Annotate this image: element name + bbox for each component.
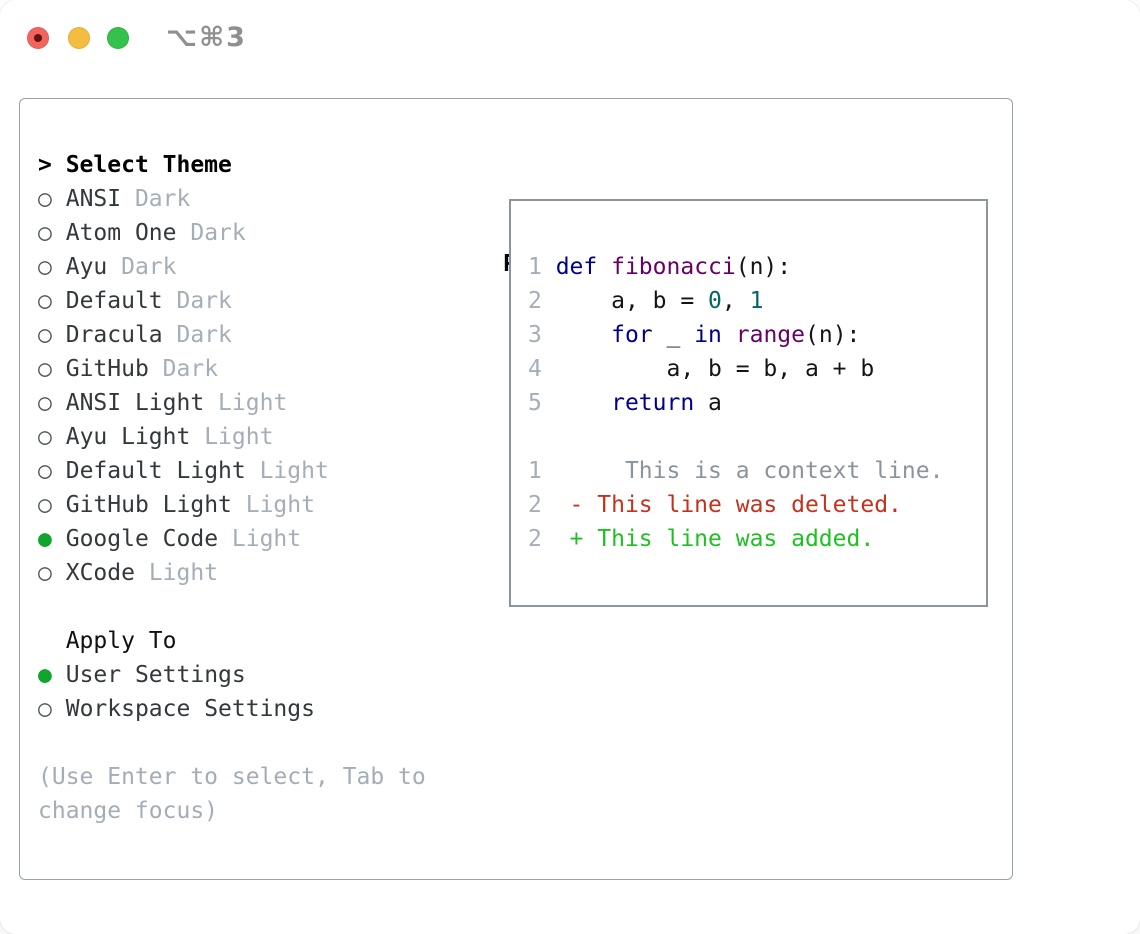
theme-option[interactable]: ○ Dracula Dark <box>38 322 232 348</box>
close-button[interactable] <box>27 27 49 49</box>
radio-icon: ○ <box>38 254 52 280</box>
radio-icon: ○ <box>38 288 52 314</box>
help-line: change focus) <box>38 798 219 824</box>
window-title: ⌥⌘3 <box>166 22 247 53</box>
code-line: 2 + This line was added. <box>528 526 875 552</box>
radio-icon: ○ <box>38 322 52 348</box>
zoom-button[interactable] <box>107 27 129 49</box>
apply-to-option[interactable]: ○ Workspace Settings <box>38 696 315 722</box>
code-line: 2 a, b = 0, 1 <box>528 288 764 314</box>
theme-option[interactable]: ○ Ayu Dark <box>38 254 177 280</box>
radio-icon: ○ <box>38 186 52 212</box>
preview-code: 1 def fibonacci(n): 2 a, b = 0, 1 3 for _ … <box>528 250 982 556</box>
radio-icon: ○ <box>38 492 52 518</box>
theme-option[interactable]: ○ Default Light Light <box>38 458 329 484</box>
radio-icon: ○ <box>38 458 52 484</box>
left-column: > Select Theme ○ ANSI Dark ○ Atom One Dar… <box>38 148 426 828</box>
code-line: 3 for _ in range(n): <box>528 322 861 348</box>
help-text: (Use Enter to select, Tab to change focus… <box>38 760 426 828</box>
apply-to-list: ● User Settings ○ Workspace Settings <box>38 658 426 726</box>
theme-option[interactable]: ○ ANSI Dark <box>38 186 191 212</box>
help-line: (Use Enter to select, Tab to <box>38 764 426 790</box>
theme-option[interactable]: ○ ANSI Light Light <box>38 390 288 416</box>
apply-to-option[interactable]: ● User Settings <box>38 662 246 688</box>
radio-icon: ○ <box>38 390 52 416</box>
radio-icon: ○ <box>38 356 52 382</box>
code-line: 1 This is a context line. <box>528 458 944 484</box>
radio-icon: ○ <box>38 696 52 722</box>
theme-list-header: > Select Theme <box>38 148 426 182</box>
code-line: 4 a, b = b, a + b <box>528 356 875 382</box>
theme-option[interactable]: ○ XCode Light <box>38 560 219 586</box>
code-line: 2 - This line was deleted. <box>528 492 902 518</box>
code-line: 5 return a <box>528 390 722 416</box>
spacer <box>38 726 426 760</box>
radio-selected-icon: ● <box>38 526 52 552</box>
preview-pane: 1 def fibonacci(n): 2 a, b = 0, 1 3 for _ … <box>509 199 988 607</box>
focus-arrow-icon: > <box>38 152 66 178</box>
theme-picker-panel: > Select Theme ○ ANSI Dark ○ Atom One Dar… <box>19 98 1013 880</box>
theme-option[interactable]: ○ Atom One Dark <box>38 220 246 246</box>
theme-option[interactable]: ● Google Code Light <box>38 526 302 552</box>
theme-option[interactable]: ○ Default Dark <box>38 288 232 314</box>
theme-list: ○ ANSI Dark ○ Atom One Dark ○ Ayu Dark ○ De… <box>38 182 426 590</box>
close-active-dot-icon <box>34 34 42 42</box>
radio-icon: ○ <box>38 220 52 246</box>
radio-selected-icon: ● <box>38 662 52 688</box>
code-line: 1 def fibonacci(n): <box>528 254 792 280</box>
theme-option[interactable]: ○ GitHub Dark <box>38 356 219 382</box>
theme-list-title: Select Theme <box>65 152 232 178</box>
radio-icon: ○ <box>38 560 52 586</box>
apply-to-header: Apply To <box>65 628 177 654</box>
theme-option[interactable]: ○ GitHub Light Light <box>38 492 315 518</box>
radio-icon: ○ <box>38 424 52 450</box>
blank-line <box>528 420 982 454</box>
spacer <box>38 590 426 624</box>
minimize-button[interactable] <box>68 27 90 49</box>
theme-option[interactable]: ○ Ayu Light Light <box>38 424 274 450</box>
